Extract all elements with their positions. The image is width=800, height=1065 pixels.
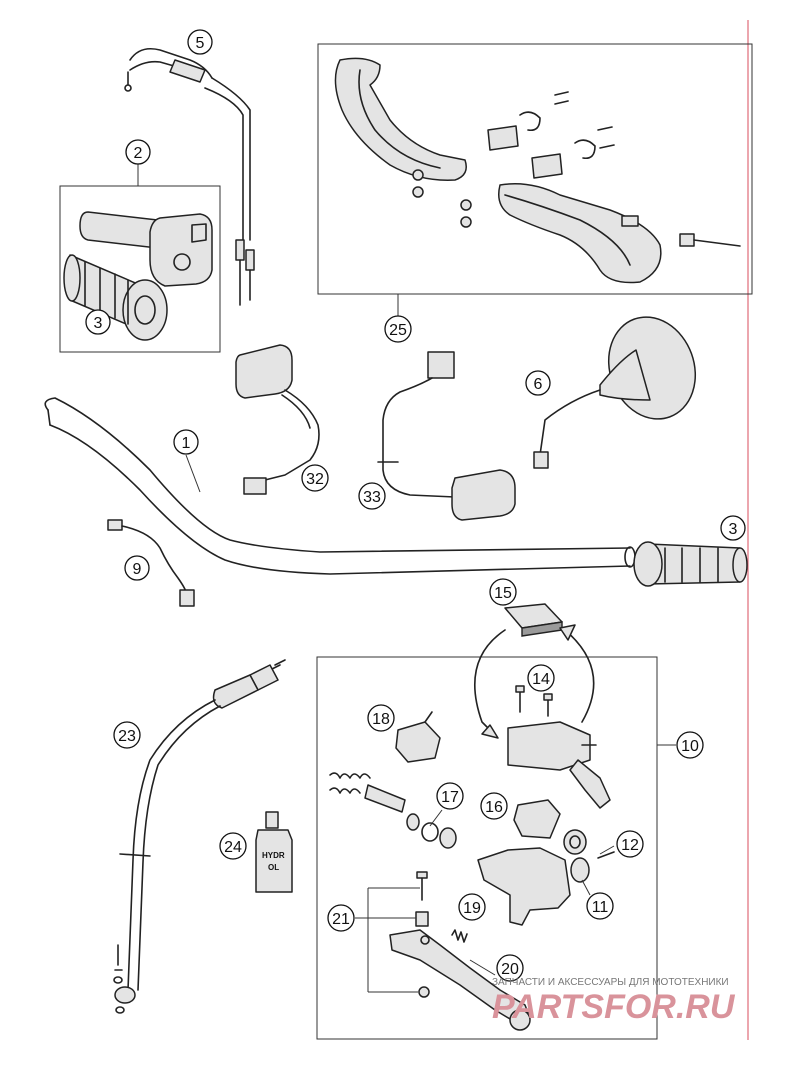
brake-lever <box>389 929 531 1031</box>
svg-text:23: 23 <box>118 728 136 745</box>
grip-rubber-left <box>63 254 168 341</box>
callout-25: 25 <box>384 315 412 343</box>
svg-text:5: 5 <box>196 35 205 52</box>
callout-14: 14 <box>527 664 555 692</box>
callout-1: 1 <box>173 429 199 455</box>
switch-left <box>235 344 320 495</box>
svg-text:18: 18 <box>372 711 390 728</box>
bottle-label-line1: HYDR <box>262 851 285 860</box>
callout-9: 9 <box>124 555 150 581</box>
svg-text:12: 12 <box>621 837 639 854</box>
svg-text:6: 6 <box>534 376 543 393</box>
throttle-grip <box>79 211 213 287</box>
svg-text:16: 16 <box>485 799 503 816</box>
svg-text:3: 3 <box>94 315 103 332</box>
watermark-tagline: ЗАПЧАСТИ И АКСЕССУАРЫ ДЛЯ МОТОТЕХНИКИ <box>492 977 729 988</box>
oil-bottle: HYDR OL <box>255 811 293 893</box>
callout-18: 18 <box>367 704 395 732</box>
watermark-logo: PARTSFOR.RU <box>492 988 736 1026</box>
hydraulic-line <box>113 659 286 1014</box>
callout-11: 11 <box>586 892 614 920</box>
svg-text:19: 19 <box>463 900 481 917</box>
kill-switch-wire <box>107 519 195 607</box>
callout-5: 5 <box>187 29 213 55</box>
lever-nut <box>418 986 430 998</box>
svg-text:9: 9 <box>133 561 142 578</box>
rotation-arrows <box>474 624 595 739</box>
handguard-right <box>498 183 662 284</box>
switch-right <box>377 351 516 521</box>
callout-20: 20 <box>496 954 524 982</box>
callout-12: 12 <box>616 830 644 858</box>
callout-10: 10 <box>676 731 704 759</box>
reservoir-block <box>513 799 561 839</box>
svg-text:25: 25 <box>389 322 407 339</box>
svg-text:33: 33 <box>363 489 381 506</box>
grip-rubber-right <box>633 541 748 587</box>
frame-handguard-group <box>317 43 753 295</box>
callout-3-left: 3 <box>85 309 111 335</box>
cap-screws <box>515 685 553 717</box>
callout-15: 15 <box>489 578 517 606</box>
callout-19: 19 <box>458 893 486 921</box>
callout-16: 16 <box>480 792 508 820</box>
frame-grip-group <box>59 185 221 353</box>
brake-body <box>477 829 590 926</box>
svg-text:21: 21 <box>332 911 350 928</box>
svg-text:15: 15 <box>494 585 512 602</box>
svg-text:20: 20 <box>501 961 519 978</box>
mirror <box>533 316 697 469</box>
svg-text:11: 11 <box>592 899 609 916</box>
piston-spring-kit <box>329 772 457 849</box>
lever-spring <box>451 929 468 943</box>
lever-pivot-block <box>395 711 441 763</box>
svg-text:17: 17 <box>441 789 459 806</box>
handguard-left <box>334 57 467 181</box>
callout-23: 23 <box>113 721 141 749</box>
svg-text:14: 14 <box>532 671 550 688</box>
svg-text:1: 1 <box>182 435 191 452</box>
callout-6: 6 <box>525 370 551 396</box>
callout-32: 32 <box>301 464 329 492</box>
svg-text:10: 10 <box>681 738 699 755</box>
throttle-cable-assembly <box>124 47 255 306</box>
handguard-hardware <box>412 91 741 247</box>
leader-lines <box>137 164 676 993</box>
handlebar <box>44 397 636 575</box>
callout-33: 33 <box>358 482 386 510</box>
callout-2: 2 <box>125 139 151 165</box>
svg-text:24: 24 <box>224 839 242 856</box>
clamp-screw <box>597 851 615 859</box>
svg-text:32: 32 <box>306 471 324 488</box>
reservoir-cap <box>504 603 563 637</box>
master-cylinder <box>507 721 611 809</box>
callout-24: 24 <box>219 832 247 860</box>
frame-brake-group <box>316 656 658 1040</box>
pivot-bolt <box>415 871 429 927</box>
callout-3-right: 3 <box>720 515 746 541</box>
svg-text:2: 2 <box>134 145 143 162</box>
callout-21: 21 <box>327 904 355 932</box>
bottle-label-line2: OL <box>268 863 279 872</box>
svg-text:3: 3 <box>729 521 738 538</box>
callout-17: 17 <box>436 782 464 810</box>
